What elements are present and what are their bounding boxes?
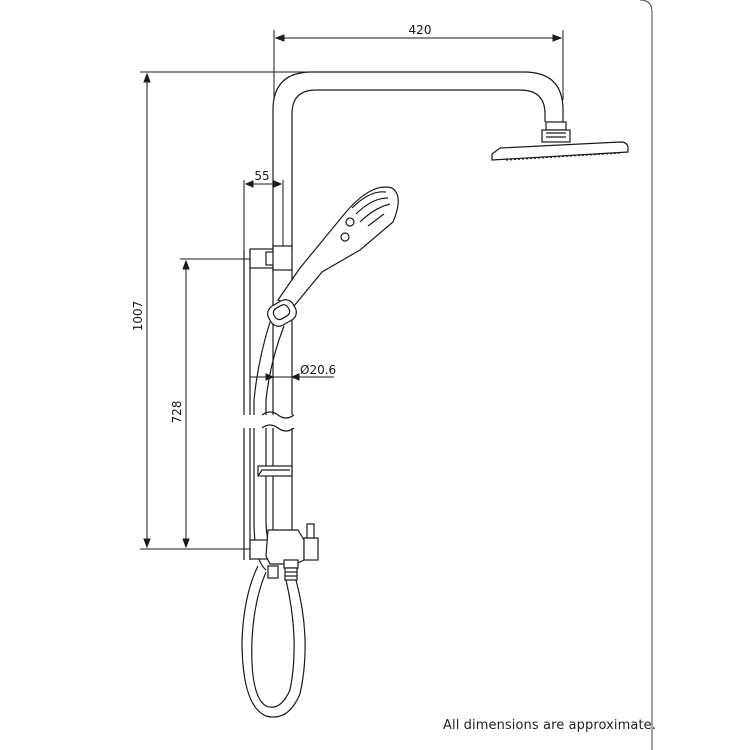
- hand-shower: [277, 186, 399, 307]
- diverter-valve: [249, 523, 319, 581]
- dimension-55-label: 55: [254, 169, 269, 183]
- shower-head: [491, 121, 629, 161]
- riser-rail: [261, 71, 564, 530]
- lower-clip: [257, 465, 293, 477]
- slider-holder: [267, 299, 297, 327]
- wall-line: [243, 250, 251, 560]
- dimension-diameter: [250, 373, 334, 381]
- dimension-diameter-label: Ø20.6: [300, 363, 336, 377]
- dimension-728: [180, 258, 250, 550]
- approximate-dimensions-note: All dimensions are approximate.: [443, 718, 656, 733]
- hose-loop: [241, 565, 306, 718]
- dimension-728-label: 728: [170, 401, 184, 424]
- dimension-55: [243, 180, 284, 250]
- dimension-420: [273, 30, 564, 100]
- wall-bracket-top: [249, 245, 293, 271]
- dimension-420-label: 420: [409, 23, 432, 37]
- page-border: [639, 0, 653, 750]
- dimension-1007-label: 1007: [131, 301, 145, 332]
